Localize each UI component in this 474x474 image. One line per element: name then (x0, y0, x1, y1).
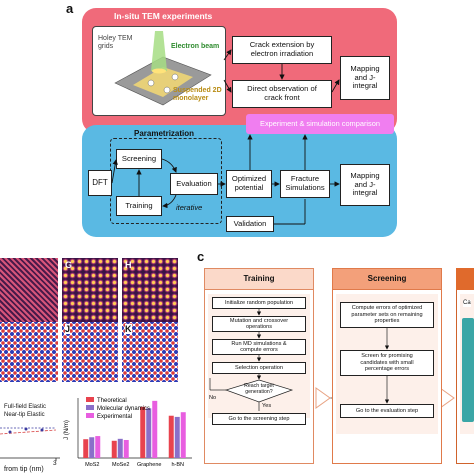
legend-near-tip: Near-tip Elastic (4, 412, 45, 418)
bar-mose2-2 (123, 439, 129, 458)
bar-chart-svg: J (N/m) MoS2 MoSe2 Graphene h-BN Theoretica… (64, 397, 192, 468)
legend-swatch (86, 413, 94, 418)
label-h: H (125, 260, 132, 270)
bar-mos2-2 (95, 436, 101, 458)
bar-category-label: Graphene (137, 462, 161, 468)
monolayer-label: Suspended 2D monolayer (173, 87, 222, 103)
training-box: Training (116, 196, 162, 216)
bar-mos2-0 (83, 439, 89, 458)
panel-a-letter: a (66, 1, 74, 16)
atom-model-large (0, 322, 58, 382)
screen-step-goto-eval: Go to the evaluation step (340, 404, 434, 418)
line-plot-svg (0, 427, 60, 461)
screening-header: Screening (332, 268, 442, 290)
lattice-image-large (0, 258, 58, 322)
train-step-selection: Selection operation (212, 362, 306, 374)
direct-observation-box: Direct observation of crack front (232, 80, 332, 108)
train-step-md: Run MD simulations & compute errors (212, 339, 306, 355)
param-mapping-box: Mapping and J- integral (340, 164, 390, 206)
bar-category-label: MoS2 (85, 462, 99, 468)
bar-h-bn-2 (180, 412, 186, 458)
bar-graphene-1 (146, 408, 152, 458)
legend-label: Molecular dynamics (97, 406, 150, 412)
validation-box: Validation (226, 216, 274, 232)
training-decision-svg (209, 378, 294, 411)
lattice-image-h: H (122, 258, 178, 322)
train-step-decision: Reach target generation? (244, 383, 274, 395)
electron-beam-label: Electron beam (171, 43, 220, 50)
legend-swatch (86, 397, 94, 402)
dft-box: DFT (88, 170, 112, 196)
atom-model-k: K (122, 322, 178, 382)
evaluation-partial-label: Ca (463, 300, 471, 307)
evaluation-teal-box (462, 318, 474, 422)
fracture-simulations-box: Fracture Simulations (280, 170, 330, 198)
evaluation-header (456, 268, 474, 290)
holey-grid-label: Holey TEM grids (98, 35, 133, 51)
bar-mose2-1 (117, 438, 123, 458)
bar-chart-ylabel: J (N/m) (64, 420, 70, 440)
legend-label: Experimental (97, 414, 132, 420)
lattice-image-g: G (62, 258, 118, 322)
bar-graphene-2 (152, 400, 158, 458)
evaluation-box: Evaluation (170, 173, 218, 195)
yes-label: Yes (262, 403, 272, 409)
parametrization-title: Parametrization (134, 129, 195, 138)
no-label: No (209, 395, 217, 401)
screening-box: Screening (116, 149, 162, 169)
tem-illustration: Holey TEM grids Electron beam Suspended … (92, 26, 226, 116)
atom-model-j: J (62, 322, 118, 382)
bar-h-bn-1 (174, 416, 180, 458)
train-step-goto-screening: Go to the screening step (212, 413, 306, 425)
bar-h-bn-0 (168, 415, 174, 458)
crack-extension-box: Crack extension by electron irradiation (232, 36, 332, 64)
bar-mose2-0 (111, 440, 117, 458)
label-j: J (65, 324, 71, 335)
insitu-mapping-box: Mapping and J- integral (340, 56, 390, 100)
legend-swatch (86, 405, 94, 410)
tem-grid-drawing (114, 31, 212, 106)
screen-step-screen: Screen for promising candidates with sma… (340, 350, 434, 376)
screen-step-compute: Compute errors of optimized parameter se… (340, 302, 434, 328)
comparison-bar: Experiment & simulation comparison (246, 114, 394, 134)
panel-c-letter: c (197, 249, 205, 264)
line-plot-tick-3: 3 (53, 460, 57, 467)
optimized-potential-box: Optimized potential (226, 170, 272, 198)
train-step-initialize: Initialize random population (212, 297, 306, 309)
legend-label: Theoretical (97, 398, 127, 404)
insitu-title: In-situ TEM experiments (114, 11, 213, 21)
bar-category-label: MoSe2 (112, 462, 129, 468)
legend-full-field: Full-field Elastic (4, 404, 47, 410)
line-plot-xlabel: from tip (nm) (4, 466, 44, 473)
bar-mos2-1 (89, 437, 95, 458)
train-step-mutation: Mutation and crossover operations (212, 316, 306, 332)
iterative-label: iterative (176, 203, 203, 212)
training-header: Training (204, 268, 314, 290)
bar-category-label: h-BN (171, 462, 184, 468)
label-g: G (65, 260, 73, 270)
bar-graphene-0 (140, 406, 146, 458)
label-k: K (125, 324, 132, 335)
